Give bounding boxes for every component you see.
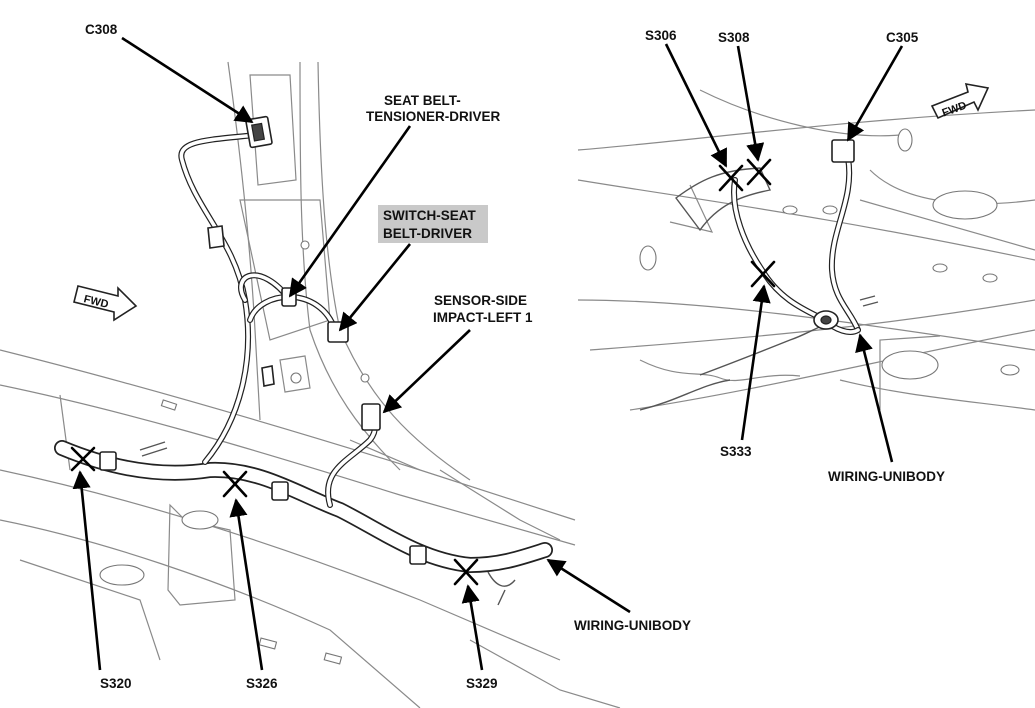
label-switch-seat-belt-2: BELT-DRIVER <box>383 226 472 241</box>
c305-connector <box>831 139 855 163</box>
fwd-arrow-icon-right: FWD <box>930 82 990 119</box>
splice-s329-mark <box>453 558 479 586</box>
side-impact-sensor-connector <box>361 403 381 431</box>
label-sensor-side-impact-2: IMPACT-LEFT 1 <box>433 310 533 325</box>
label-wiring-unibody-left: WIRING-UNIBODY <box>574 618 691 633</box>
label-s306: S306 <box>645 28 677 43</box>
label-seat-belt-tensioner-2: TENSIONER-DRIVER <box>366 109 501 124</box>
label-s333: S333 <box>720 444 752 459</box>
label-c305: C305 <box>886 30 919 45</box>
splice-s306-mark <box>718 164 744 192</box>
splice-s333-mark <box>750 260 776 288</box>
floor-structure <box>0 349 621 708</box>
right-floor-structure <box>577 89 1035 411</box>
svg-text:FWD: FWD <box>82 293 109 311</box>
left-view: FWD C308 SEAT BELT- TENSIONER-DRIVER SWI… <box>0 22 691 708</box>
label-s308: S308 <box>718 30 750 45</box>
fwd-arrow-icon-left: FWD <box>73 285 138 322</box>
label-s320: S320 <box>100 676 132 691</box>
splice-s326-mark <box>222 470 248 498</box>
right-view: FWD S306 S308 C305 S333 WIRING-UNIBODY <box>577 28 1035 484</box>
splice-s320-mark <box>70 446 96 472</box>
label-c308: C308 <box>85 22 118 37</box>
label-s326: S326 <box>246 676 278 691</box>
label-switch-seat-belt-1: SWITCH-SEAT <box>383 208 476 223</box>
splice-s308-mark <box>746 158 772 186</box>
left-harness <box>54 132 553 573</box>
label-sensor-side-impact-1: SENSOR-SIDE <box>434 293 527 308</box>
switch-label-highlight <box>378 205 488 243</box>
label-wiring-unibody-right: WIRING-UNIBODY <box>828 469 945 484</box>
label-seat-belt-tensioner-1: SEAT BELT- <box>384 93 461 108</box>
label-s329: S329 <box>466 676 498 691</box>
